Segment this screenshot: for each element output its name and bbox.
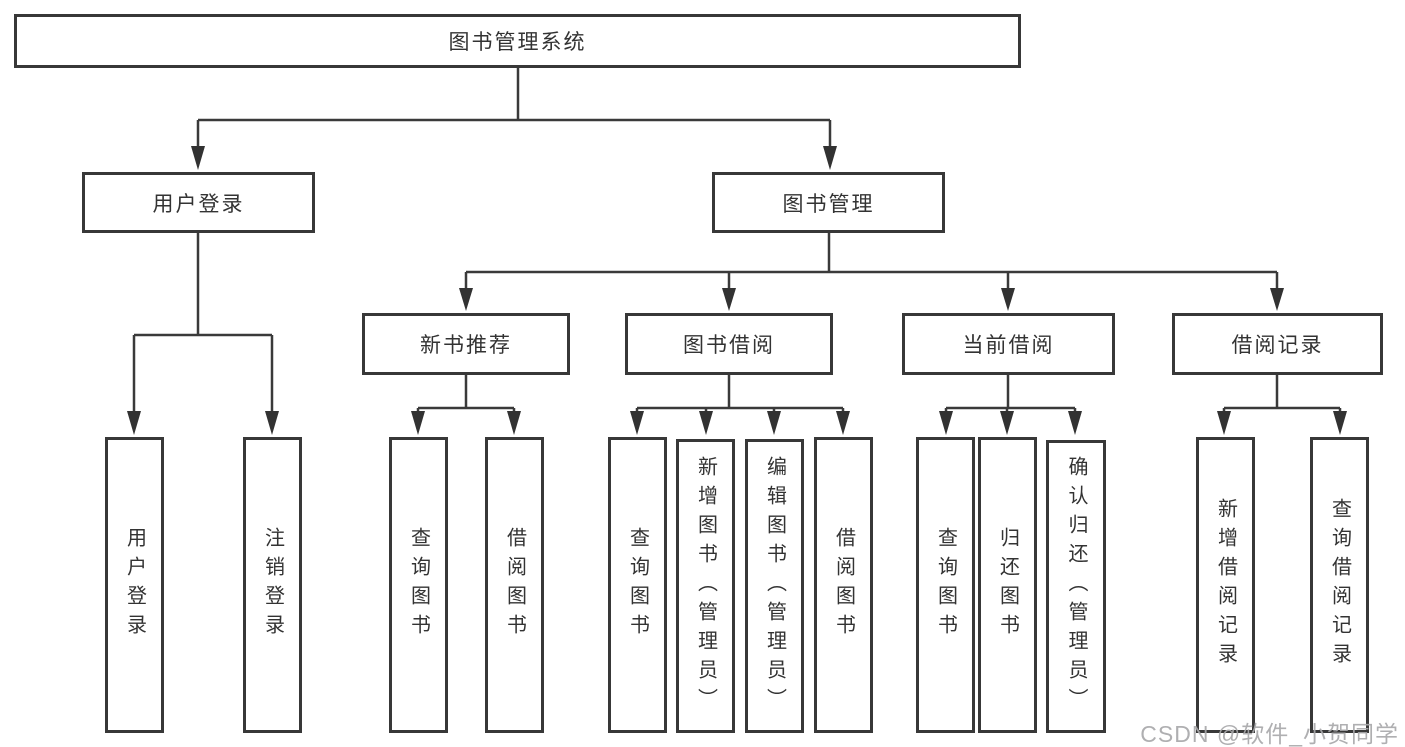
arrow-down-icon [459,288,473,311]
leaf-edit-book-admin: 编辑图书（管理员） [745,439,804,733]
node-user-login-label: 用户登录 [152,192,245,216]
node-root-label: 图书管理系统 [448,31,587,54]
leaf-logout: 注销登录 [243,437,302,733]
connector-root-to-level2 [196,68,832,148]
arrow-down-icon [411,411,425,435]
arrow-down-icon [722,288,736,311]
leaf-add-book-admin: 新增图书（管理员） [676,439,735,733]
arrow-down-icon [1068,411,1082,435]
leaf-query-books-3: 查询图书 [916,437,975,733]
connector-book-management-sections [464,233,1279,290]
node-current-borrow-label: 当前借阅 [962,334,1055,357]
connector-user-login-children [132,233,274,413]
leaf-query-books-1: 查询图书 [389,437,448,733]
node-book-management-label: 图书管理 [782,192,875,216]
node-user-login: 用户登录 [82,172,315,233]
leaf-query-borrow-record: 查询借阅记录 [1310,437,1369,733]
connector-new-book-children [416,375,516,413]
node-book-borrow-label: 图书借阅 [683,334,775,357]
connector-current-borrow-children [944,375,1077,413]
arrow-down-icon [1000,411,1014,435]
arrow-down-icon [1270,288,1284,311]
node-book-management: 图书管理 [712,172,945,233]
arrow-down-icon [939,411,953,435]
leaf-user-login: 用户登录 [105,437,164,733]
arrow-down-icon [699,411,713,435]
arrow-down-icon [630,411,644,435]
csdn-watermark: CSDN @软件_小贺同学 [1140,721,1399,747]
arrow-down-icon [1333,411,1347,435]
arrow-down-icon [1001,288,1015,311]
leaf-borrow-books-2: 借阅图书 [814,437,873,733]
connector-borrow-record-children [1222,375,1342,413]
arrow-down-icon [191,146,205,170]
node-root: 图书管理系统 [14,14,1021,68]
arrow-down-icon [1217,411,1231,435]
leaf-add-borrow-record: 新增借阅记录 [1196,437,1255,733]
arrow-down-icon [836,411,850,435]
arrow-down-icon [507,411,521,435]
leaf-return-books: 归还图书 [978,437,1037,733]
arrow-down-icon [823,146,837,170]
connector-book-borrow-children [635,375,845,413]
node-borrow-record-label: 借阅记录 [1231,334,1324,357]
arrow-down-icon [265,411,279,435]
leaf-query-books-2: 查询图书 [608,437,667,733]
node-current-borrow: 当前借阅 [902,313,1115,375]
node-new-book-recommend-label: 新书推荐 [420,334,512,357]
arrow-down-icon [127,411,141,435]
node-book-borrow: 图书借阅 [625,313,833,375]
node-borrow-record: 借阅记录 [1172,313,1383,375]
node-new-book-recommend: 新书推荐 [362,313,570,375]
arrow-down-icon [767,411,781,435]
leaf-borrow-books-1: 借阅图书 [485,437,544,733]
leaf-confirm-return-admin: 确认归还（管理员） [1046,440,1106,733]
